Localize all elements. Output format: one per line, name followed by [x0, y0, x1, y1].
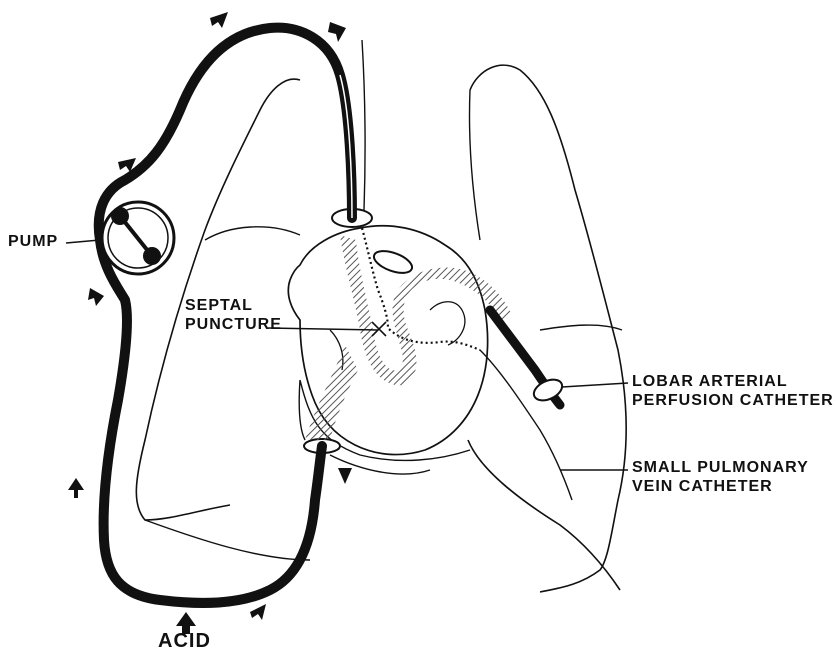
flow-arrow-icon	[210, 12, 228, 28]
pump-label: PUMP	[8, 232, 58, 251]
lobar-catheter-label: LOBAR ARTERIAL PERFUSION CATHETER	[632, 372, 834, 410]
flow-arrow-icon	[68, 478, 84, 498]
pump-label-leader	[66, 240, 100, 243]
vein-catheter-label: SMALL PULMONARY VEIN CATHETER	[632, 458, 809, 496]
pulmonary-vein-catheter	[480, 350, 572, 500]
septal-label-line1: SEPTAL	[185, 296, 282, 315]
vein-label-line1: SMALL PULMONARY	[632, 458, 809, 477]
pump-roller-top	[111, 207, 129, 225]
lobar-catheter-leader	[562, 383, 628, 387]
left-lung-fissure	[145, 227, 310, 560]
flow-arrow-icon	[338, 468, 352, 484]
acid-label: ACID	[158, 632, 211, 651]
lobar-label-line1: LOBAR ARTERIAL	[632, 372, 834, 391]
flow-arrow-icon	[250, 604, 266, 620]
vein-label-line2: VEIN CATHETER	[632, 477, 809, 496]
septal-label-line2: PUNCTURE	[185, 315, 282, 334]
guide-catheter-top	[362, 40, 365, 210]
pump-roller-bottom	[143, 247, 161, 265]
septal-puncture-label: SEPTAL PUNCTURE	[185, 296, 282, 334]
flow-arrow-icon	[88, 288, 104, 306]
flow-arrow-icon	[328, 22, 346, 42]
right-lung-lower-edge	[468, 440, 620, 590]
lobar-label-line2: PERFUSION CATHETER	[632, 391, 834, 410]
